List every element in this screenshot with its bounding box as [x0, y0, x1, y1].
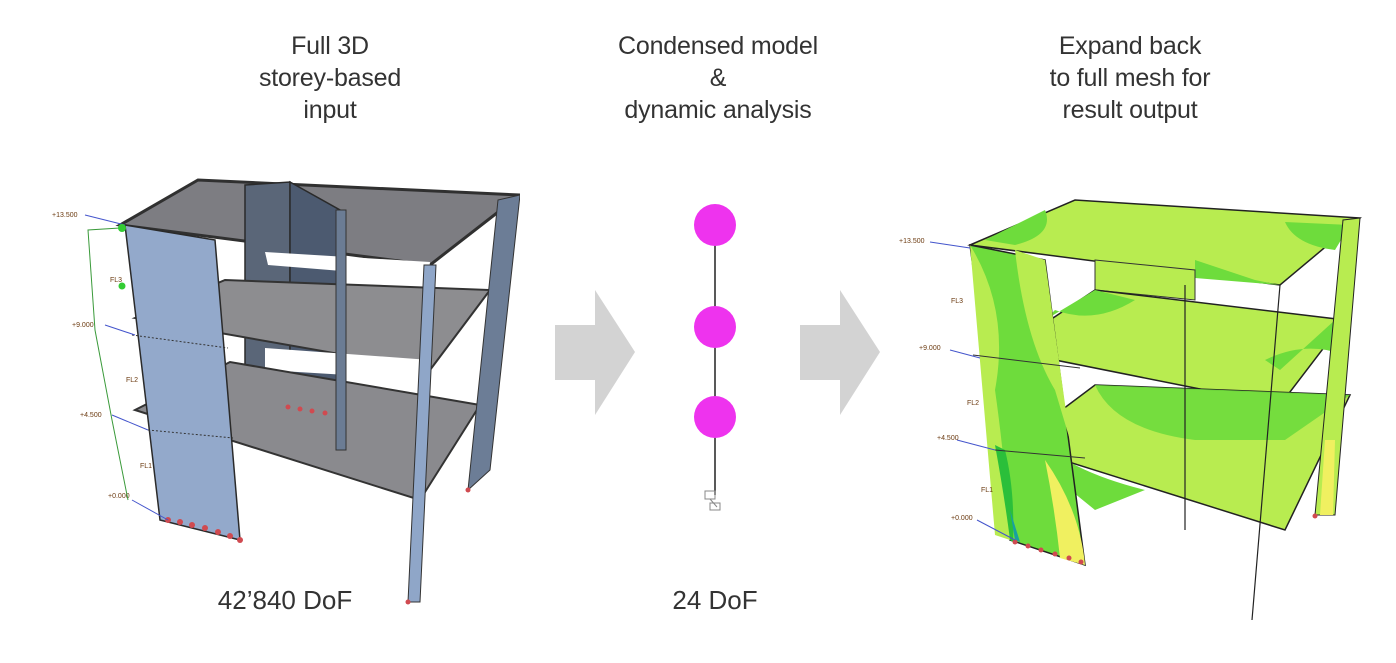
heading-line: Condensed model — [618, 32, 818, 60]
level-label: +4.500 — [80, 412, 102, 419]
floor-label: FL2 — [126, 377, 138, 384]
dof-label-full-model: 42’840 DoF — [217, 585, 353, 615]
result-contour-model: +13.500 +9.000 +4.500 +0.000 FL3 FL2 FL1 — [895, 190, 1375, 630]
level-label: +13.500 — [899, 238, 925, 245]
dof-label-condensed: 24 DoF — [672, 585, 758, 615]
heading-line: input — [303, 96, 357, 124]
lumped-mass-3 — [694, 204, 736, 246]
heading-expand-back: Expand back to full mesh for result outp… — [990, 30, 1270, 126]
condensed-stick-model — [655, 195, 775, 555]
floor-label: FL3 — [951, 298, 963, 305]
level-label: +0.000 — [108, 493, 130, 500]
heading-condensed-model: Condensed model & dynamic analysis — [568, 30, 868, 126]
level-label: +0.000 — [951, 515, 973, 522]
front-column — [407, 264, 437, 603]
level-label: +13.500 — [52, 212, 78, 219]
flow-arrow-right — [555, 290, 635, 415]
support-icon — [704, 490, 721, 511]
heading-line: result output — [1062, 96, 1198, 124]
center-column — [335, 209, 347, 451]
floor-label: FL3 — [110, 277, 122, 284]
level-label: +9.000 — [919, 345, 941, 352]
level-label: +4.500 — [937, 435, 959, 442]
lumped-mass-1 — [694, 396, 736, 438]
level-label: +9.000 — [72, 322, 94, 329]
floor-label: FL1 — [140, 463, 152, 470]
heading-line: to full mesh for — [1049, 64, 1211, 92]
heading-line: Full 3D — [291, 32, 369, 60]
heading-line: storey-based — [258, 64, 402, 92]
full-3d-model: +13.500 +9.000 +4.500 +0.000 FL3 FL2 FL1 — [50, 170, 520, 610]
flow-arrow-right — [800, 290, 880, 415]
lumped-mass-2 — [694, 306, 736, 348]
heading-line: Expand back — [1058, 32, 1202, 60]
floor-label: FL2 — [967, 400, 979, 407]
right-wall — [467, 194, 520, 492]
heading-line: dynamic analysis — [624, 96, 812, 124]
heading-full-3d-input: Full 3D storey-based input — [190, 30, 470, 126]
floor-label: FL1 — [981, 487, 993, 494]
heading-line: & — [709, 64, 727, 92]
